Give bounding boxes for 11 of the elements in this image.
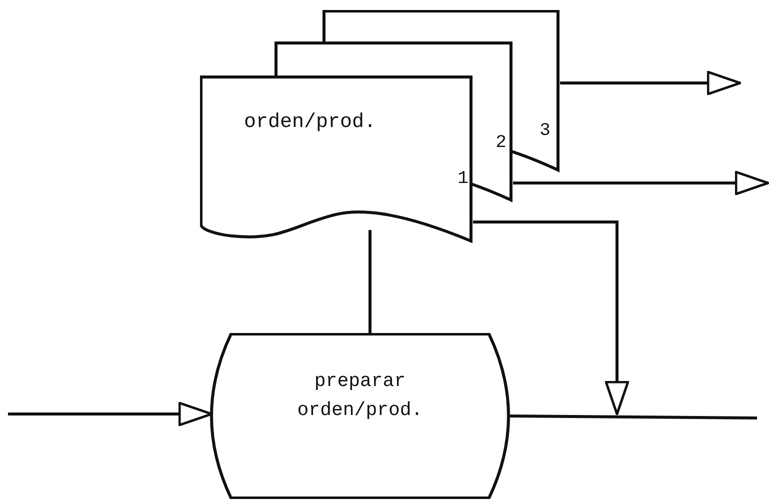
copy-number: 1 bbox=[456, 168, 470, 191]
arrow bbox=[513, 170, 770, 196]
document-stack bbox=[200, 10, 562, 243]
arrow bbox=[473, 220, 630, 416]
connector-line bbox=[368, 230, 372, 333]
copy-number: 2 bbox=[494, 132, 508, 155]
arrow bbox=[560, 70, 742, 96]
node-label: preparar orden/prod. bbox=[296, 369, 424, 422]
copy-number: 3 bbox=[538, 120, 552, 143]
connector-line bbox=[508, 414, 758, 420]
node-label: orden/prod. bbox=[242, 110, 378, 136]
